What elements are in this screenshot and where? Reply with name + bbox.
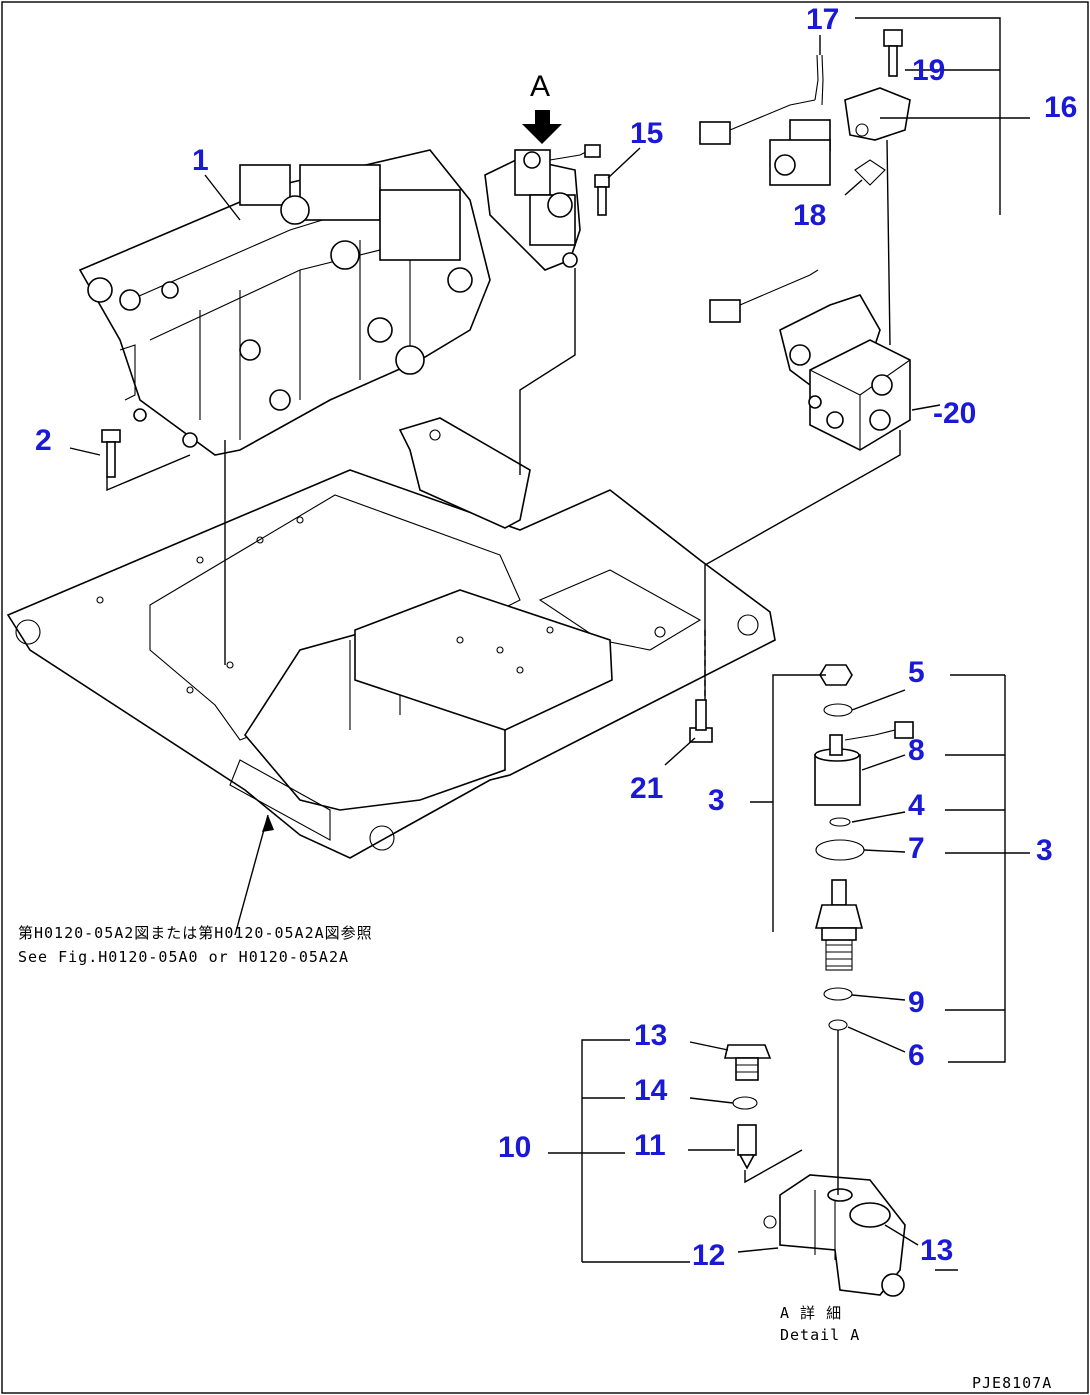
- frame-plate: [6, 417, 776, 859]
- callout-2: 2: [35, 424, 52, 457]
- valve-block-20: [808, 339, 911, 451]
- bolt-2: [101, 429, 121, 478]
- detail-label-en: Detail A: [780, 1326, 860, 1344]
- callout-14: 14: [634, 1074, 668, 1107]
- exploded-solenoid-detail: [814, 664, 914, 1031]
- callout-15: 15: [630, 117, 663, 150]
- callout-3-right: 3: [1036, 834, 1053, 867]
- callout-21: 21: [630, 772, 663, 805]
- callout-1: 1: [192, 144, 209, 177]
- detail-a-parts: [723, 1044, 906, 1297]
- notes: 第H0120-05A2図または第H0120-05A2A図参照 See Fig.H…: [18, 924, 1052, 1392]
- callout-20: -20: [933, 397, 976, 430]
- callout-6: 6: [908, 1039, 925, 1072]
- callout-5: 5: [908, 656, 925, 689]
- callout-4: 4: [908, 789, 925, 822]
- drawing-code: PJE8107A: [972, 1374, 1052, 1392]
- callout-11: 11: [634, 1129, 666, 1162]
- callout-18: 18: [793, 199, 826, 232]
- view-arrow-a: A: [522, 70, 562, 144]
- callout-13-top: 13: [634, 1019, 667, 1052]
- callout-13-bottom: 13: [920, 1234, 953, 1267]
- callout-9: 9: [908, 986, 925, 1019]
- callout-17: 17: [806, 3, 839, 36]
- bolt-21: [689, 699, 713, 743]
- solenoid-valve-15: [484, 144, 610, 271]
- callout-8: 8: [908, 734, 925, 767]
- callout-16: 16: [1044, 91, 1077, 124]
- callout-19: 19: [912, 54, 945, 87]
- control-valve-assembly: [78, 149, 491, 456]
- callout-3-left: 3: [708, 784, 725, 817]
- detail-label-jp: A 詳 細: [780, 1304, 842, 1322]
- callout-7: 7: [908, 832, 925, 865]
- view-letter-a: A: [530, 70, 550, 103]
- reference-note-en: See Fig.H0120-05A0 or H0120-05A2A: [18, 948, 349, 966]
- callout-numbers: 1 2 3 3 4 5 6 7 8 9 10 11 12 13 13 14 15…: [35, 3, 1077, 1272]
- callout-10: 10: [498, 1131, 531, 1164]
- reference-note-jp: 第H0120-05A2図または第H0120-05A2A図参照: [18, 924, 373, 942]
- callout-12: 12: [692, 1239, 725, 1272]
- leader-lines: [69, 17, 1030, 1271]
